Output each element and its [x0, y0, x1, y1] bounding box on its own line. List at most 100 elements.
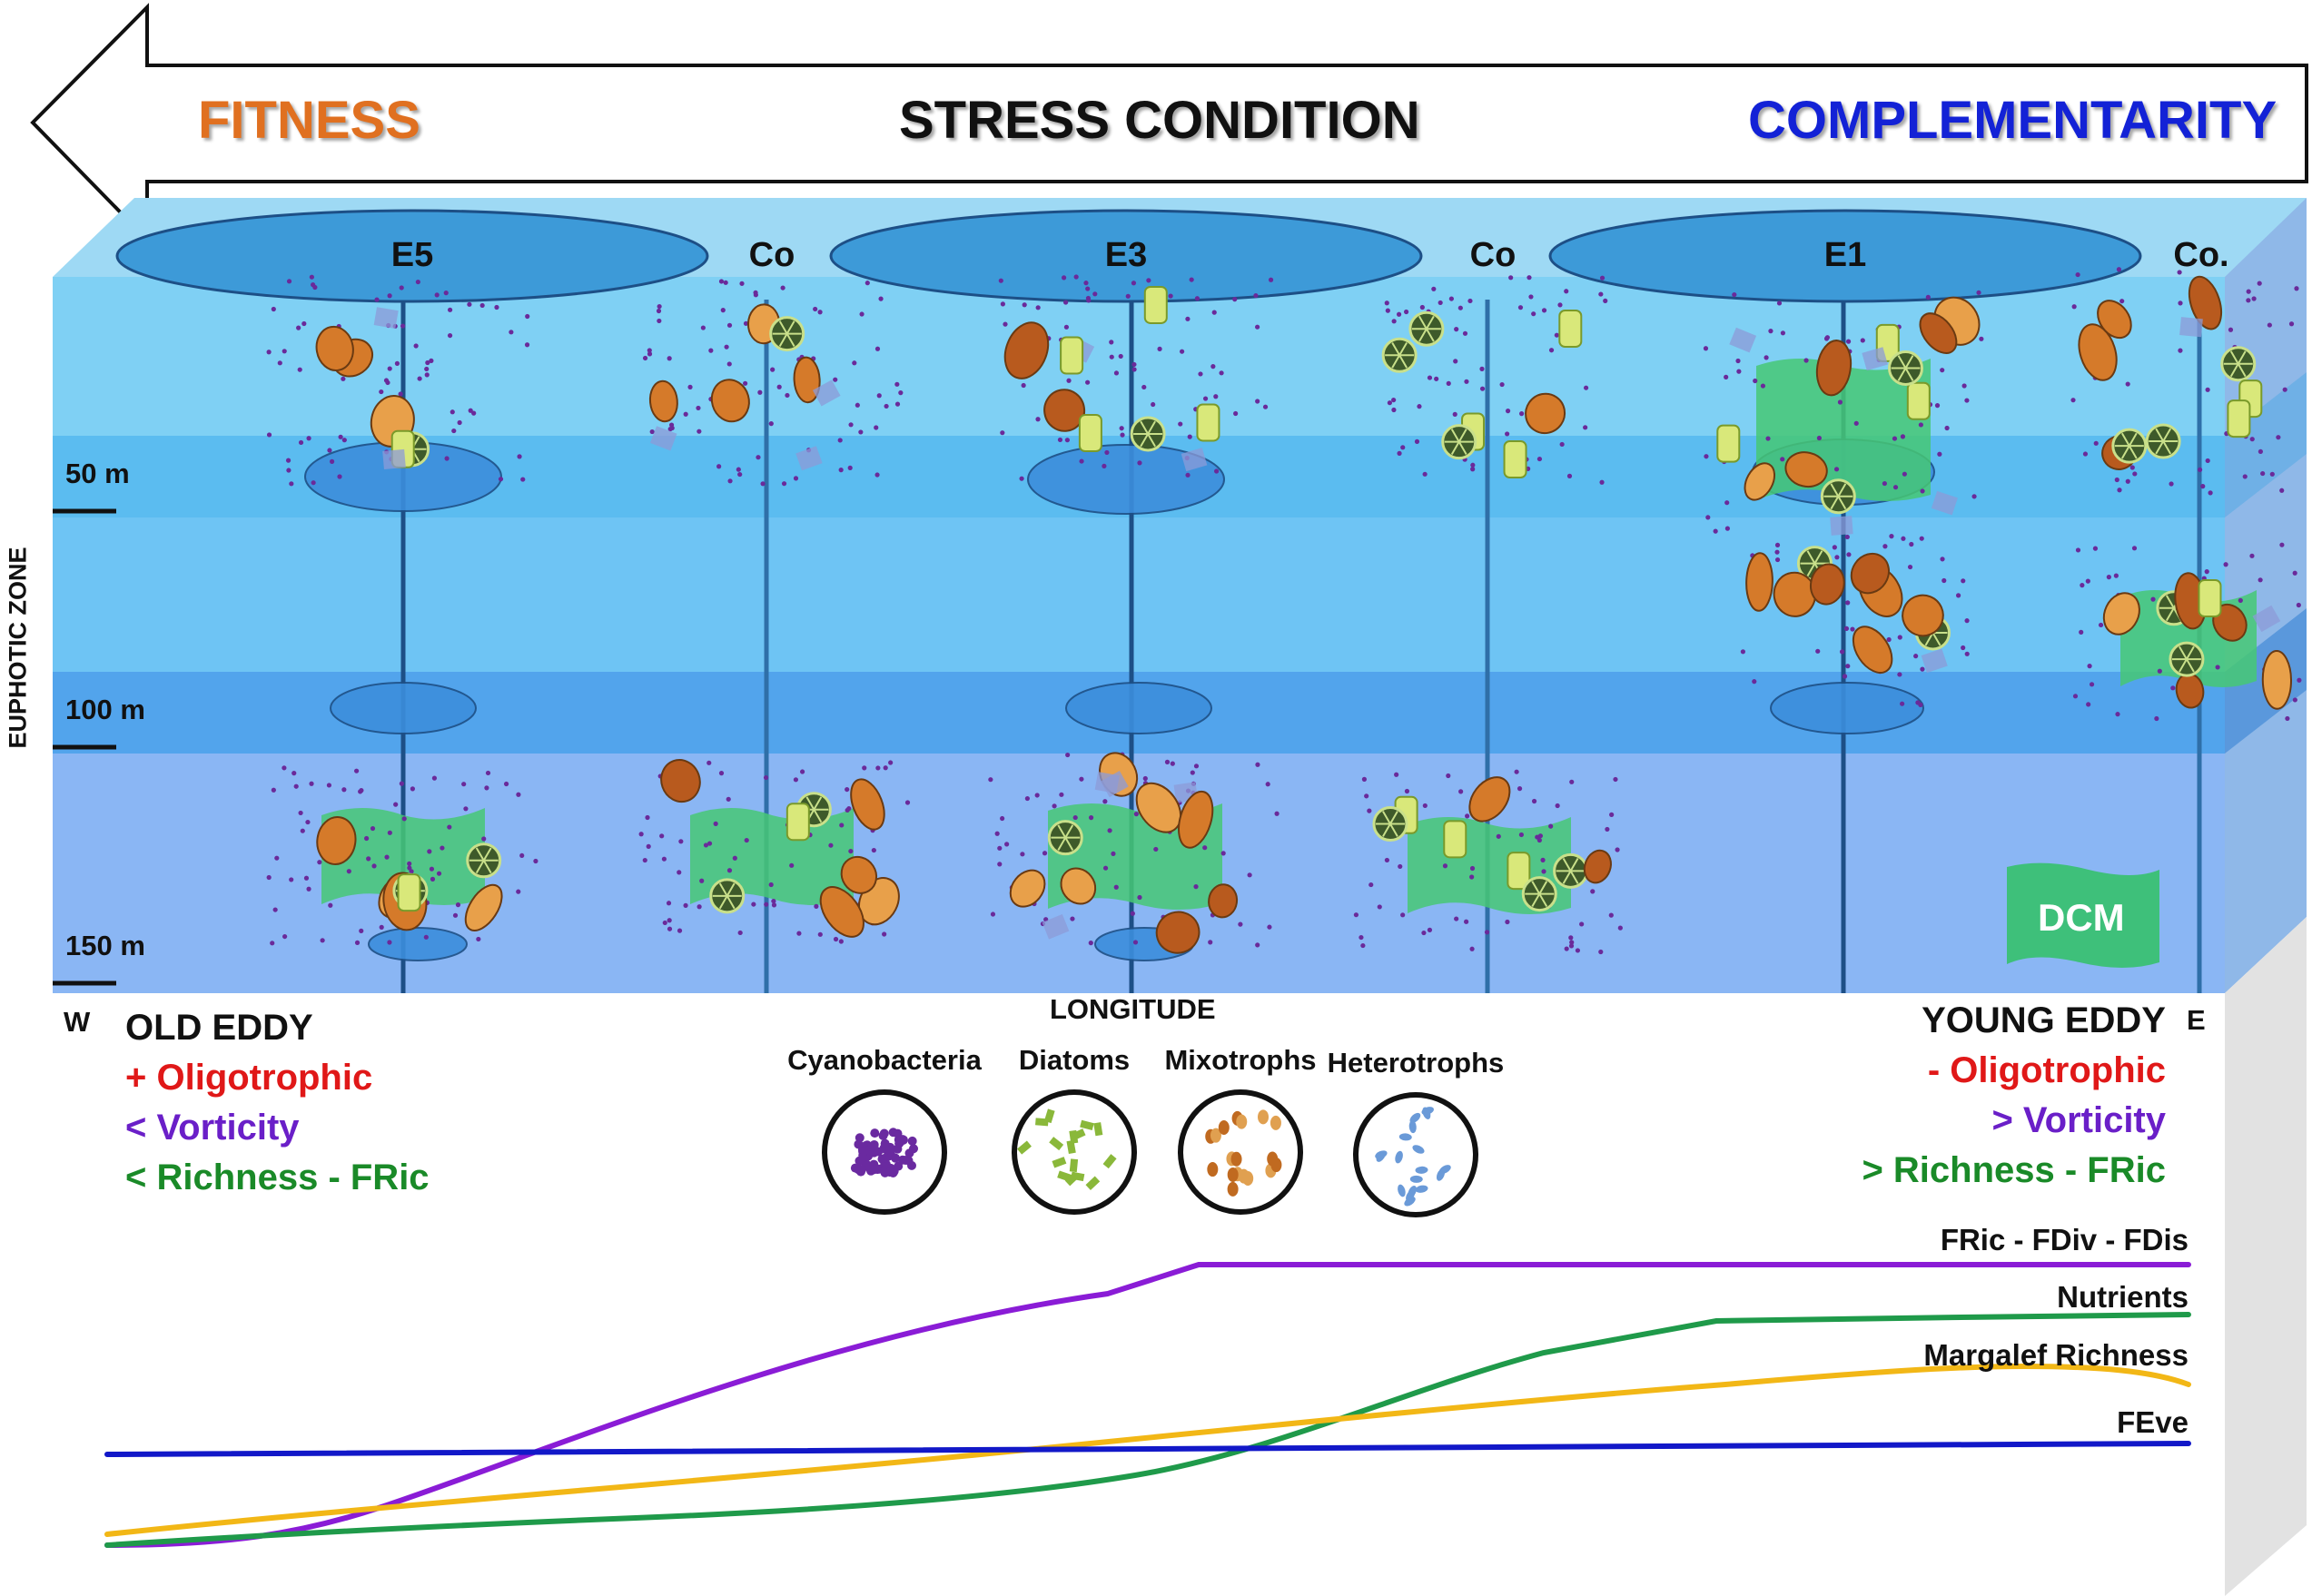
diatom-chain [1503, 439, 1527, 478]
cyanobacteria-dot [1736, 369, 1742, 374]
diatom-spoke [1140, 433, 1149, 448]
mixo-glyph [1236, 1114, 1248, 1129]
cyanobacteria-dot [1198, 371, 1203, 377]
cyanobacteria-dot [1732, 291, 1737, 298]
cyanobacteria-dot [1448, 296, 1454, 301]
diatom-spoke [2179, 645, 2188, 660]
station-label-e3: E3 [1104, 236, 1148, 274]
cyanobacteria-dot [1133, 812, 1139, 817]
cyanobacteria-dot [337, 474, 342, 479]
diatom-glyph [1085, 1176, 1101, 1190]
cyanobacteria-dot [296, 325, 301, 330]
diatom-spoke [1418, 328, 1428, 342]
cyanobacteria-dot [1438, 300, 1443, 306]
depth-ellipse [330, 682, 477, 734]
cyanobacteria-dot [326, 783, 332, 788]
cyanobacteria-dot [2223, 562, 2228, 567]
cyanobacteria-dot [1479, 366, 1485, 371]
diatom-spoke [718, 882, 728, 897]
cyanobacteria-dot [1385, 308, 1390, 313]
cyanobacteria-dot [291, 771, 297, 776]
diatom-spoke [1932, 632, 1941, 646]
cyanobacteria-dot [865, 281, 870, 286]
cyanobacteria-dot [1774, 549, 1780, 555]
cyanobacteria-dot [667, 356, 672, 361]
mixotroph-cell [1043, 389, 1086, 432]
cyanobacteria-dot [289, 481, 294, 487]
cyanobacteria-dot [1845, 664, 1851, 669]
cyanobacteria-dot [429, 866, 435, 872]
cyanobacteria-dot [743, 320, 749, 326]
depth-150m: 150 m [65, 930, 145, 961]
cyanobacteria-dot [878, 296, 884, 301]
cyanobacteria-dot [424, 372, 430, 378]
mixotroph-cell [1009, 869, 1046, 908]
cyanobacteria-dot [1469, 946, 1475, 951]
cyanobacteria-dot [1559, 441, 1565, 448]
cyanobacteria-dot [1397, 450, 1402, 456]
cyanobacteria-dot [1598, 949, 1604, 955]
cyanobacteria-dot [452, 912, 459, 918]
cyanobacteria-dot [1776, 300, 1783, 306]
cyanobacteria-dot [647, 348, 652, 353]
cyanobacteria-dot [1937, 451, 1942, 457]
cyanobacteria-dot [898, 390, 904, 396]
cyanobacteria-dot [471, 410, 477, 416]
cyanobacteria-dot [383, 378, 390, 383]
cyanobacteria-dot [1531, 311, 1536, 317]
cyanobacteria-dot [789, 862, 795, 868]
cyanobacteria-dot [1079, 458, 1084, 464]
nutrients-label: Nutrients [2057, 1280, 2188, 1314]
cyanobacteria-dot [1085, 379, 1091, 385]
cyanobacteria-dot [677, 870, 682, 875]
cyanobacteria-dot [1092, 291, 1098, 297]
diatom-spoke [2165, 595, 2175, 609]
cyanobacteria-dot [990, 911, 996, 917]
cyanobacteria-dot [994, 831, 1000, 836]
cyanobacteria-dot [667, 926, 673, 931]
diatom-spoke [1813, 550, 1823, 565]
station-label-co-1: Co [748, 236, 795, 274]
cyanobacteria-dot [329, 458, 335, 464]
depth-ellipse [1770, 682, 1924, 734]
legend-cyanobacteria: Cyanobacteria [779, 1044, 990, 1215]
cyanobacteria-dot [1900, 434, 1906, 439]
cyanobacteria-dot [862, 765, 867, 771]
cyanobacteria-dot [1130, 911, 1135, 916]
cyanobacteria-dot [1384, 857, 1389, 863]
cyanobacteria-dot [720, 308, 726, 313]
cyanobacteria-dot [2197, 467, 2203, 473]
mixotroph-cell [1155, 911, 1200, 954]
cyanobacteria-dot [894, 381, 900, 387]
diatom-spoke [1140, 420, 1149, 435]
cyanobacteria-dot [785, 392, 790, 399]
cyanobacteria-dot [384, 854, 390, 860]
cyanobacteria-dot [1151, 401, 1156, 408]
cyanobacteria-dot [2075, 547, 2081, 553]
cyanobacteria-dot [1889, 534, 1894, 539]
cyanobacteria-dot [1919, 536, 1924, 541]
cyanobacteria-dot [1845, 600, 1851, 606]
block-shadow [2225, 917, 2307, 1596]
cyanobacteria-dot [642, 857, 647, 863]
cyanobacteria-dot [1194, 296, 1200, 301]
cyanobacteria-dot [678, 839, 684, 844]
cyanobacteria-dot [298, 439, 304, 446]
cyanobacteria-dot [451, 428, 457, 434]
cyanobacteria-dot [699, 878, 705, 883]
mixotroph-cell [1468, 776, 1511, 823]
diatom-spoke [1064, 824, 1074, 839]
cyanobacteria-dot [1102, 799, 1108, 804]
depth-ellipse [1065, 682, 1212, 734]
cyanobacteria-dot [1267, 924, 1272, 930]
cyanobacteria-dot [1554, 332, 1559, 338]
cyanobacteria-dot [780, 285, 785, 291]
feve-line [104, 1441, 2191, 1457]
cyano-dot [909, 1144, 919, 1154]
station-label-e1: E1 [1823, 236, 1867, 274]
cyanobacteria-dot [533, 858, 538, 864]
cyanobacteria-dot [2106, 575, 2111, 580]
cyanobacteria-dot [266, 432, 272, 438]
cyanobacteria-dot [1137, 894, 1142, 901]
euphotic-zone-label: EUPHOTIC ZONE [4, 547, 32, 749]
